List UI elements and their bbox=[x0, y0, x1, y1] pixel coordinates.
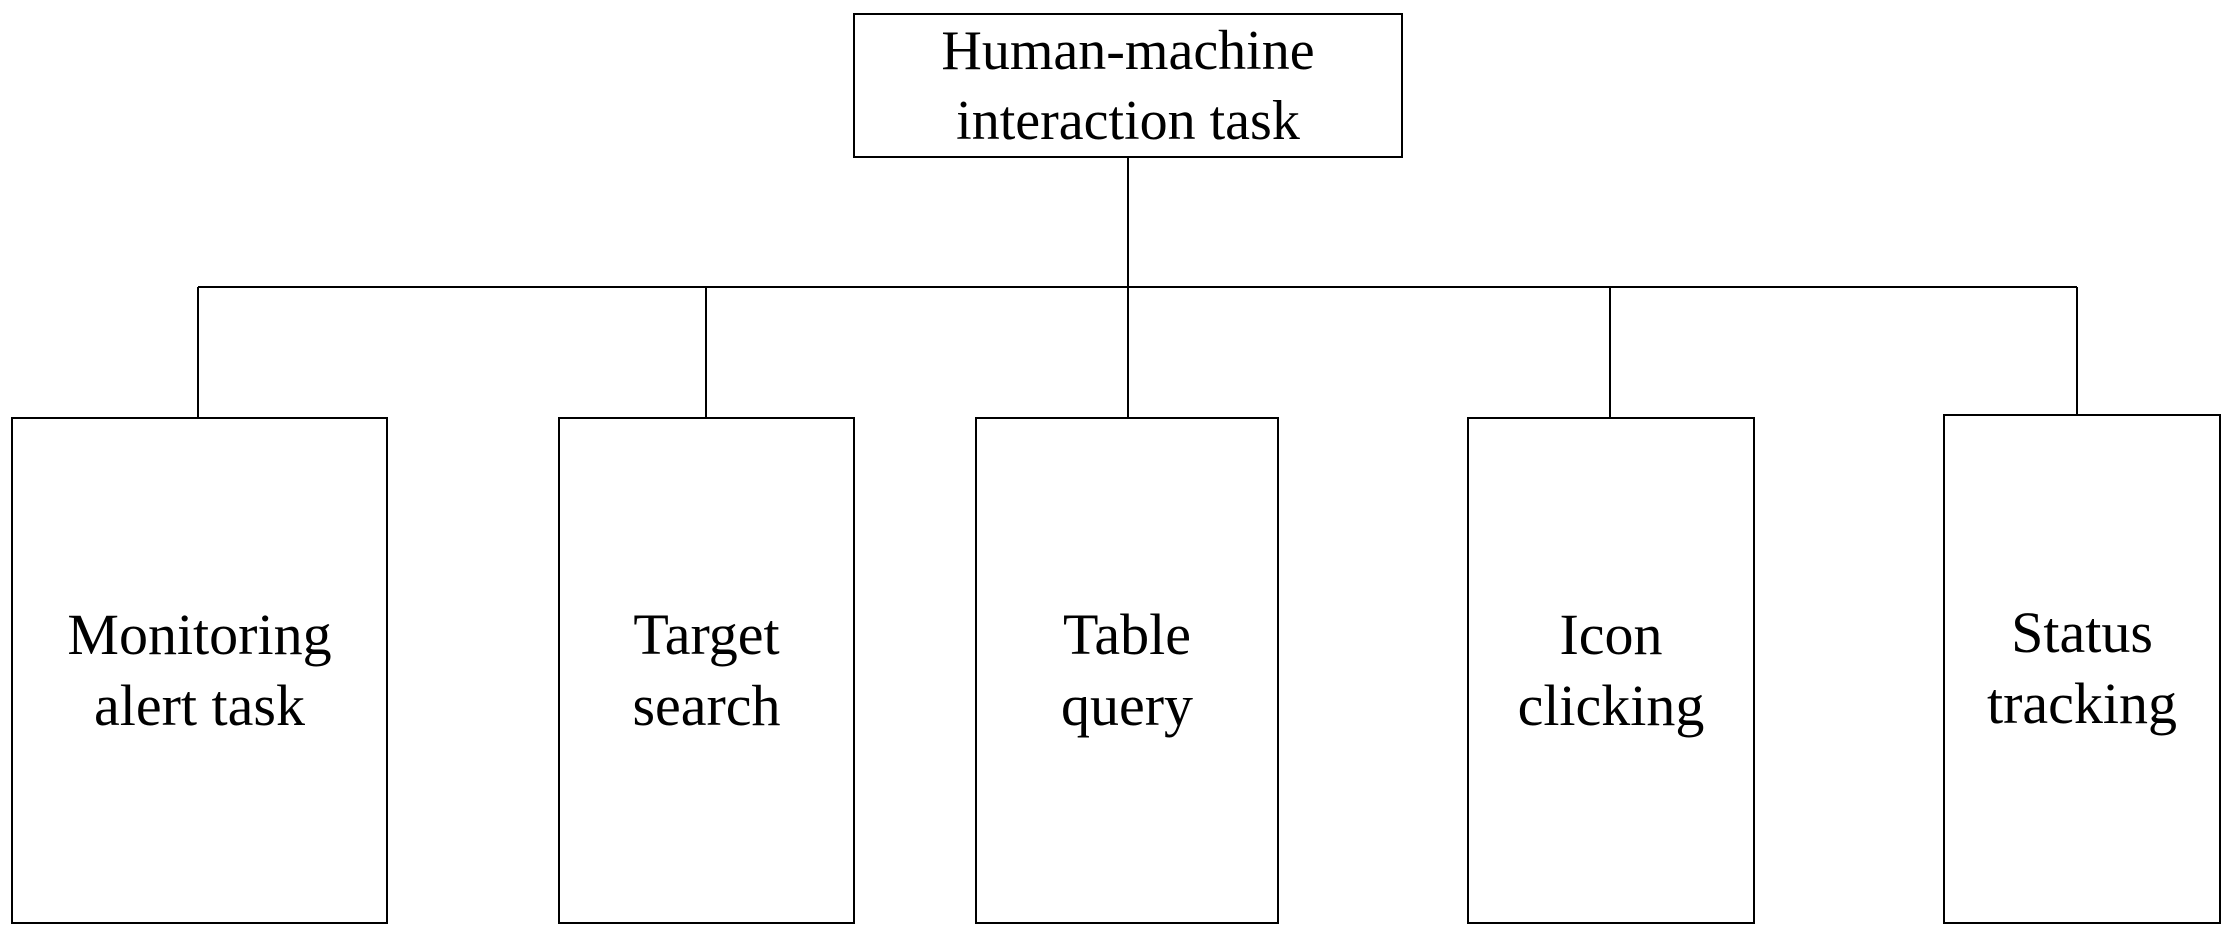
child-node-label-line1: Target bbox=[633, 601, 780, 667]
root-node-label-line1: Human-machine bbox=[941, 19, 1315, 82]
child-node-label: Status tracking bbox=[1987, 598, 2177, 740]
child-node-label: Table query bbox=[1061, 600, 1193, 742]
child-node-monitoring-alert-task: Monitoring alert task bbox=[11, 417, 388, 924]
child-node-label: Target search bbox=[632, 600, 780, 742]
child-node-label-line2: alert task bbox=[94, 672, 305, 738]
child-node-target-search: Target search bbox=[558, 417, 855, 924]
child-node-label: Monitoring alert task bbox=[67, 600, 331, 742]
child-node-label-line1: Icon bbox=[1559, 601, 1663, 667]
child-node-label-line1: Status bbox=[2011, 600, 2153, 666]
root-node-box: Human-machine interaction task bbox=[853, 13, 1403, 158]
child-node-table-query: Table query bbox=[975, 417, 1279, 924]
child-node-label-line2: query bbox=[1060, 672, 1194, 738]
child-node-label-line1: Monitoring bbox=[67, 601, 332, 667]
child-node-status-tracking: Status tracking bbox=[1943, 414, 2221, 924]
child-node-icon-clicking: Icon clicking bbox=[1467, 417, 1755, 924]
child-node-label-line2: clicking bbox=[1517, 672, 1705, 738]
child-node-label: Icon clicking bbox=[1518, 600, 1705, 742]
root-node-label-line2: interaction task bbox=[956, 89, 1300, 152]
child-node-label-line2: tracking bbox=[1986, 671, 2178, 736]
child-node-label-line2: search bbox=[632, 672, 781, 738]
child-node-label-line1: Table bbox=[1063, 601, 1191, 667]
root-node-label: Human-machine interaction task bbox=[941, 16, 1314, 156]
